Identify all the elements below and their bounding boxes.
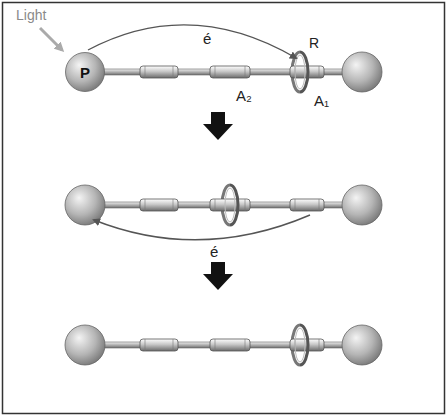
station-band (173, 199, 174, 211)
stopper-sphere (342, 185, 382, 225)
station (140, 66, 178, 78)
stopper-sphere (65, 185, 105, 225)
station-band (145, 66, 146, 78)
stopper-sphere (342, 325, 382, 365)
electron-label: é (203, 31, 211, 46)
ring-inner (225, 188, 235, 222)
station-band (173, 66, 174, 78)
light-label: Light (16, 8, 46, 22)
station (290, 199, 324, 211)
station-label: A₁ (314, 93, 329, 108)
stopper-sphere (342, 52, 382, 92)
ring-front (300, 325, 308, 365)
station-band (245, 66, 246, 78)
rotaxane (65, 185, 382, 225)
station (210, 66, 250, 78)
station-band (215, 199, 216, 211)
ring-front (230, 185, 238, 225)
station (210, 339, 250, 351)
rotaxane (100, 52, 382, 92)
station (140, 339, 178, 351)
station-band (319, 339, 320, 351)
electron-arc (94, 215, 310, 240)
photosensitizer-sphere: P (65, 52, 105, 92)
stopper-sphere (65, 325, 105, 365)
sphere (66, 53, 105, 92)
station-band (173, 339, 174, 351)
step-arrow (203, 262, 233, 290)
ring-front (300, 52, 308, 92)
station-band (245, 339, 246, 351)
rotaxane (65, 325, 382, 365)
station-band (319, 199, 320, 211)
station-label: A₂ (236, 88, 252, 103)
ring-inner (295, 55, 305, 89)
ring-inner (295, 328, 305, 362)
ring-label: R (309, 36, 319, 50)
electron-arc (88, 25, 296, 58)
station-band (319, 66, 320, 78)
frame (3, 3, 445, 414)
step-arrow (203, 112, 233, 140)
station-band (145, 339, 146, 351)
station-band (145, 199, 146, 211)
light-arrow (40, 28, 62, 50)
station-band (295, 199, 296, 211)
station-band (215, 66, 216, 78)
electron-label: é (210, 244, 218, 259)
station (210, 199, 250, 211)
node-label: P (65, 52, 105, 92)
station (140, 199, 178, 211)
station-band (245, 199, 246, 211)
station-band (215, 339, 216, 351)
